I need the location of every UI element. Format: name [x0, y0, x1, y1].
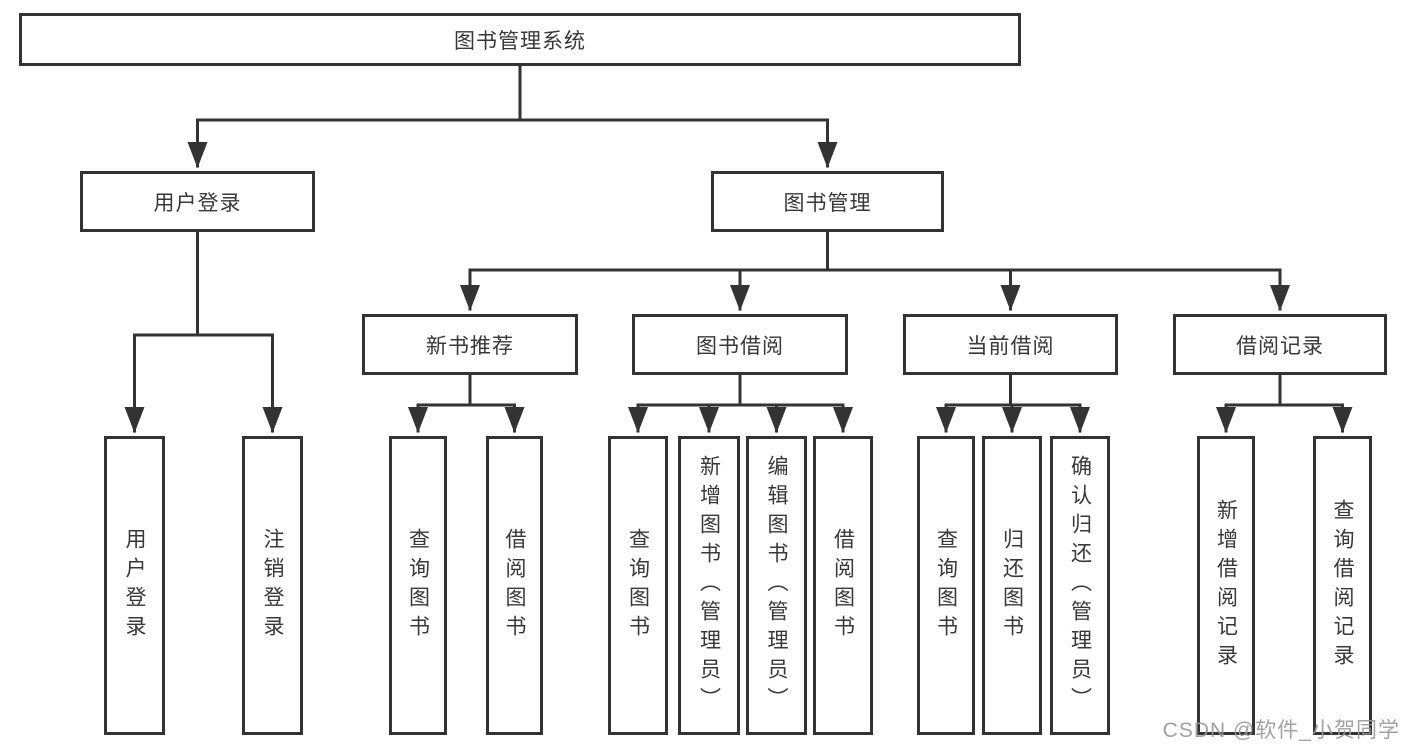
node-borrow-records: 借阅记录: [1173, 314, 1387, 375]
leaf-query-books-current: 查询图书: [917, 436, 975, 735]
node-book-borrow: 图书借阅: [632, 314, 848, 375]
watermark: CSDN @软件_小贺同学: [1162, 719, 1400, 742]
leaf-add-books-admin: 新增图书（管理员）: [678, 436, 740, 735]
leaf-borrow-books-recommend: 借阅图书: [486, 436, 543, 735]
leaf-borrow-books: 借阅图书: [813, 436, 873, 735]
leaf-query-books-recommend: 查询图书: [389, 436, 447, 735]
node-current-borrow: 当前借阅: [903, 314, 1118, 375]
node-book-management: 图书管理: [711, 171, 944, 232]
leaf-user-login: 用户登录: [104, 436, 165, 735]
leaf-confirm-return-admin: 确认归还（管理员）: [1050, 436, 1110, 735]
leaf-query-borrow-record: 查询借阅记录: [1313, 436, 1372, 735]
leaf-logout: 注销登录: [242, 436, 303, 735]
node-new-book-recommend: 新书推荐: [362, 314, 578, 375]
leaf-return-books: 归还图书: [982, 436, 1042, 735]
node-user-login: 用户登录: [80, 171, 315, 232]
leaf-edit-books-admin: 编辑图书（管理员）: [746, 436, 807, 735]
leaf-add-borrow-record: 新增借阅记录: [1197, 436, 1255, 735]
node-root-system: 图书管理系统: [19, 13, 1021, 66]
leaf-query-books-borrow: 查询图书: [608, 436, 668, 735]
